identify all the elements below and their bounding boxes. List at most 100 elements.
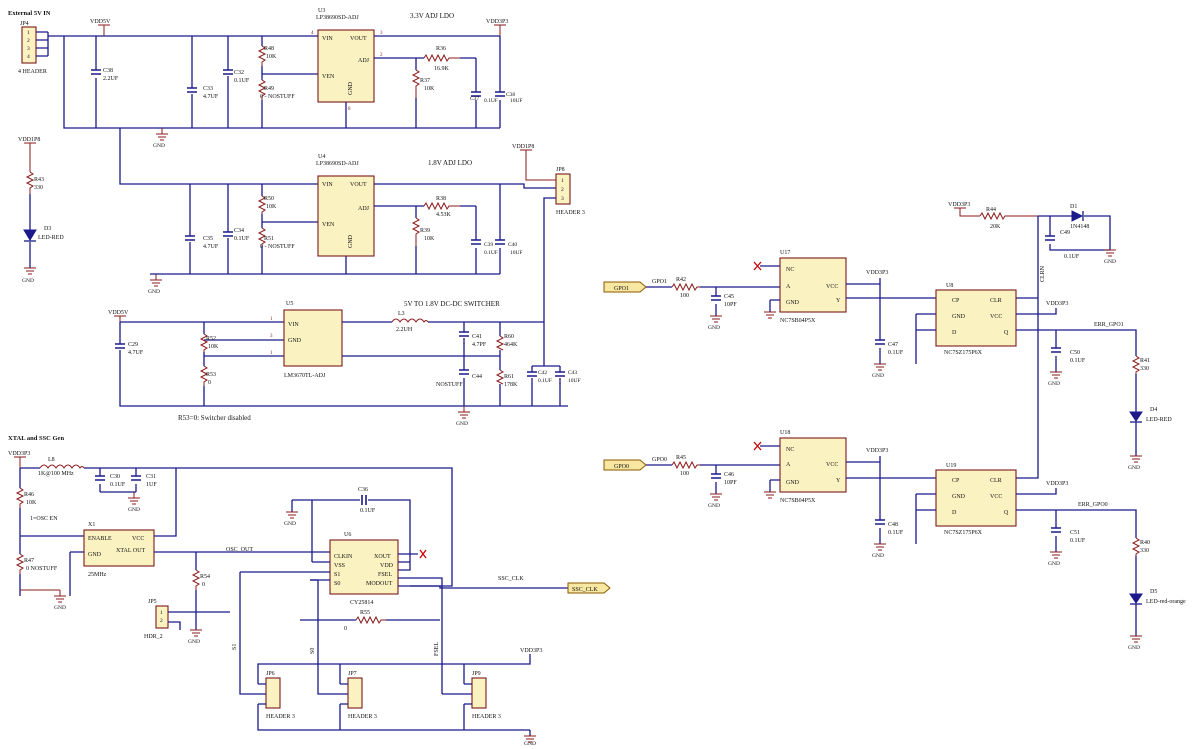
c43-value: 10UF (568, 378, 581, 384)
u8-cp-pin: CP (952, 298, 960, 304)
u5-part: LM3670TL-ADJ (284, 373, 326, 379)
section-xtal-ssc: XTAL and SSC Gen VDD3P3 L8 1K@100 MHz C3… (8, 435, 611, 747)
vdd3p3-symbol-xtal (14, 456, 26, 468)
gnd-symbol-u18 (764, 491, 776, 499)
r36-value: 16.9K (434, 66, 450, 72)
jp5-pin1: 1 (160, 610, 163, 616)
jp4-value: 4 HEADER (18, 69, 47, 75)
vdd5v-symbol (98, 24, 110, 36)
gnd-label-c31: GND (128, 507, 140, 513)
r55-value: 0 (344, 626, 347, 632)
r47-value: 0 NOSTUFF (26, 566, 58, 572)
jp7-header (347, 677, 363, 709)
d5-led-icon (1129, 593, 1143, 604)
c38-capacitor (91, 69, 101, 75)
gnd-label-jp5: GND (188, 639, 200, 645)
r48-r49-wires (261, 36, 318, 128)
u17-wires (760, 265, 936, 312)
d4-value: LED-RED (1146, 417, 1172, 423)
u4-output-wires (374, 183, 556, 274)
x1-xtalout-pin: XTAL OUT (116, 548, 145, 554)
5v-bus (48, 35, 500, 129)
r45-value: 100 (680, 471, 689, 477)
u3-ven-pin: VEN (322, 74, 335, 80)
u8-flipflop-chip (935, 289, 1017, 347)
vdd5v-flag: VDD5V (90, 19, 111, 25)
r50-value: 10K (266, 204, 277, 210)
vdd3p3-flag-u18: VDD3P3 (866, 448, 888, 454)
gnd-label-c51: GND (1048, 561, 1060, 567)
c36-value: 0.1UF (360, 508, 376, 514)
r37-ref: R37 (420, 78, 430, 84)
r38-resistor (423, 201, 460, 211)
c34-capacitor (223, 231, 233, 237)
c46-value: 10PF (724, 480, 737, 486)
r60-resistor (495, 335, 505, 351)
section-error-gpo0: GPO0 GPO0 R45 100 C46 10PF GND U18 NC7SB… (603, 430, 1186, 651)
c34-ref: C34 (234, 228, 244, 234)
u8-d-pin: D (952, 330, 957, 336)
gpo1-wires (646, 286, 780, 316)
jp8-pin1: 1 (561, 178, 564, 184)
u6-ssc-chip (329, 539, 399, 595)
u18-nc-noconnect (753, 441, 762, 451)
x1-oscillator-chip (83, 529, 155, 567)
c47-ref: C47 (888, 342, 898, 348)
gnd-symbol-c45 (710, 315, 722, 323)
gnd-label-d4: GND (1128, 465, 1140, 471)
c49-value: 0.1UF (1064, 254, 1080, 260)
u18-inverter-chip (779, 437, 847, 493)
gnd-label-d1: GND (1104, 259, 1116, 265)
jp9-value: HEADER 3 (472, 714, 501, 720)
u17-nc-noconnect (753, 261, 762, 271)
u3-adj-pin: ADJ (358, 58, 370, 64)
u4-ven-pin: VEN (322, 222, 335, 228)
r47-resistor (15, 553, 25, 574)
r41-value: 330 (1140, 366, 1149, 372)
c45-capacitor (711, 295, 721, 301)
d1-ref: D1 (1070, 204, 1077, 210)
u5-ref: U5 (286, 301, 293, 307)
r45-ref: R45 (676, 455, 686, 461)
r53-resistor (199, 365, 209, 386)
u4-gnd-pin: GND (348, 234, 354, 248)
u17-a-pin: A (786, 284, 791, 290)
gpo0-net: GPO0 (652, 457, 667, 463)
u8-part: NC7SZ175P6X (944, 350, 983, 356)
gnd-symbol-c50 (1050, 371, 1062, 379)
c49-capacitor (1045, 235, 1055, 241)
d3-vdd-symbol (24, 142, 36, 172)
gnd-label-c48: GND (872, 553, 884, 559)
r46-resistor (15, 487, 25, 508)
section-dcdc: VDD5V C29 4.7UF R52 10K R53 0 U5 LM3670T… (108, 300, 581, 427)
dcdc-input-wires (119, 321, 568, 407)
jp8-value: HEADER 3 (556, 210, 585, 216)
r51-ref: R51 (264, 236, 274, 242)
u3-gnd-pin: GND (348, 81, 354, 95)
gnd-symbol-2 (150, 274, 162, 287)
jp6-header (265, 677, 281, 709)
jp4-ref: JP4 (20, 21, 29, 27)
gnd-label-c36: GND (284, 521, 296, 527)
gnd-label-2: GND (148, 289, 160, 295)
c44-value: NOSTUFF (436, 382, 463, 388)
jp4-pin4: 4 (27, 54, 30, 60)
r52-value: 10K (208, 344, 219, 350)
r46-value: 10K (26, 500, 37, 506)
r41-resistor (1131, 355, 1141, 374)
u6-ref: U6 (344, 532, 351, 538)
vdd3p3-flag-top: VDD3P3 (486, 19, 508, 25)
gnd-label-c46: GND (708, 503, 720, 509)
vdd3p3-symbol-d1 (954, 207, 1038, 217)
vdd3p3-flag-jumpers: VDD3P3 (520, 648, 542, 654)
dcdc-output-wires (342, 321, 561, 406)
gnd-symbol-d4 (1130, 455, 1142, 463)
gnd-symbol-c36 (286, 511, 298, 519)
r53-ref: R53 (206, 372, 216, 378)
l3-inductor (391, 318, 429, 323)
d3-vdd-flag: VDD1P8 (18, 137, 40, 143)
xtal-power-wires (19, 467, 453, 596)
r49-ref: R49 (264, 86, 274, 92)
vdd3p3-symbol-top (494, 24, 506, 36)
